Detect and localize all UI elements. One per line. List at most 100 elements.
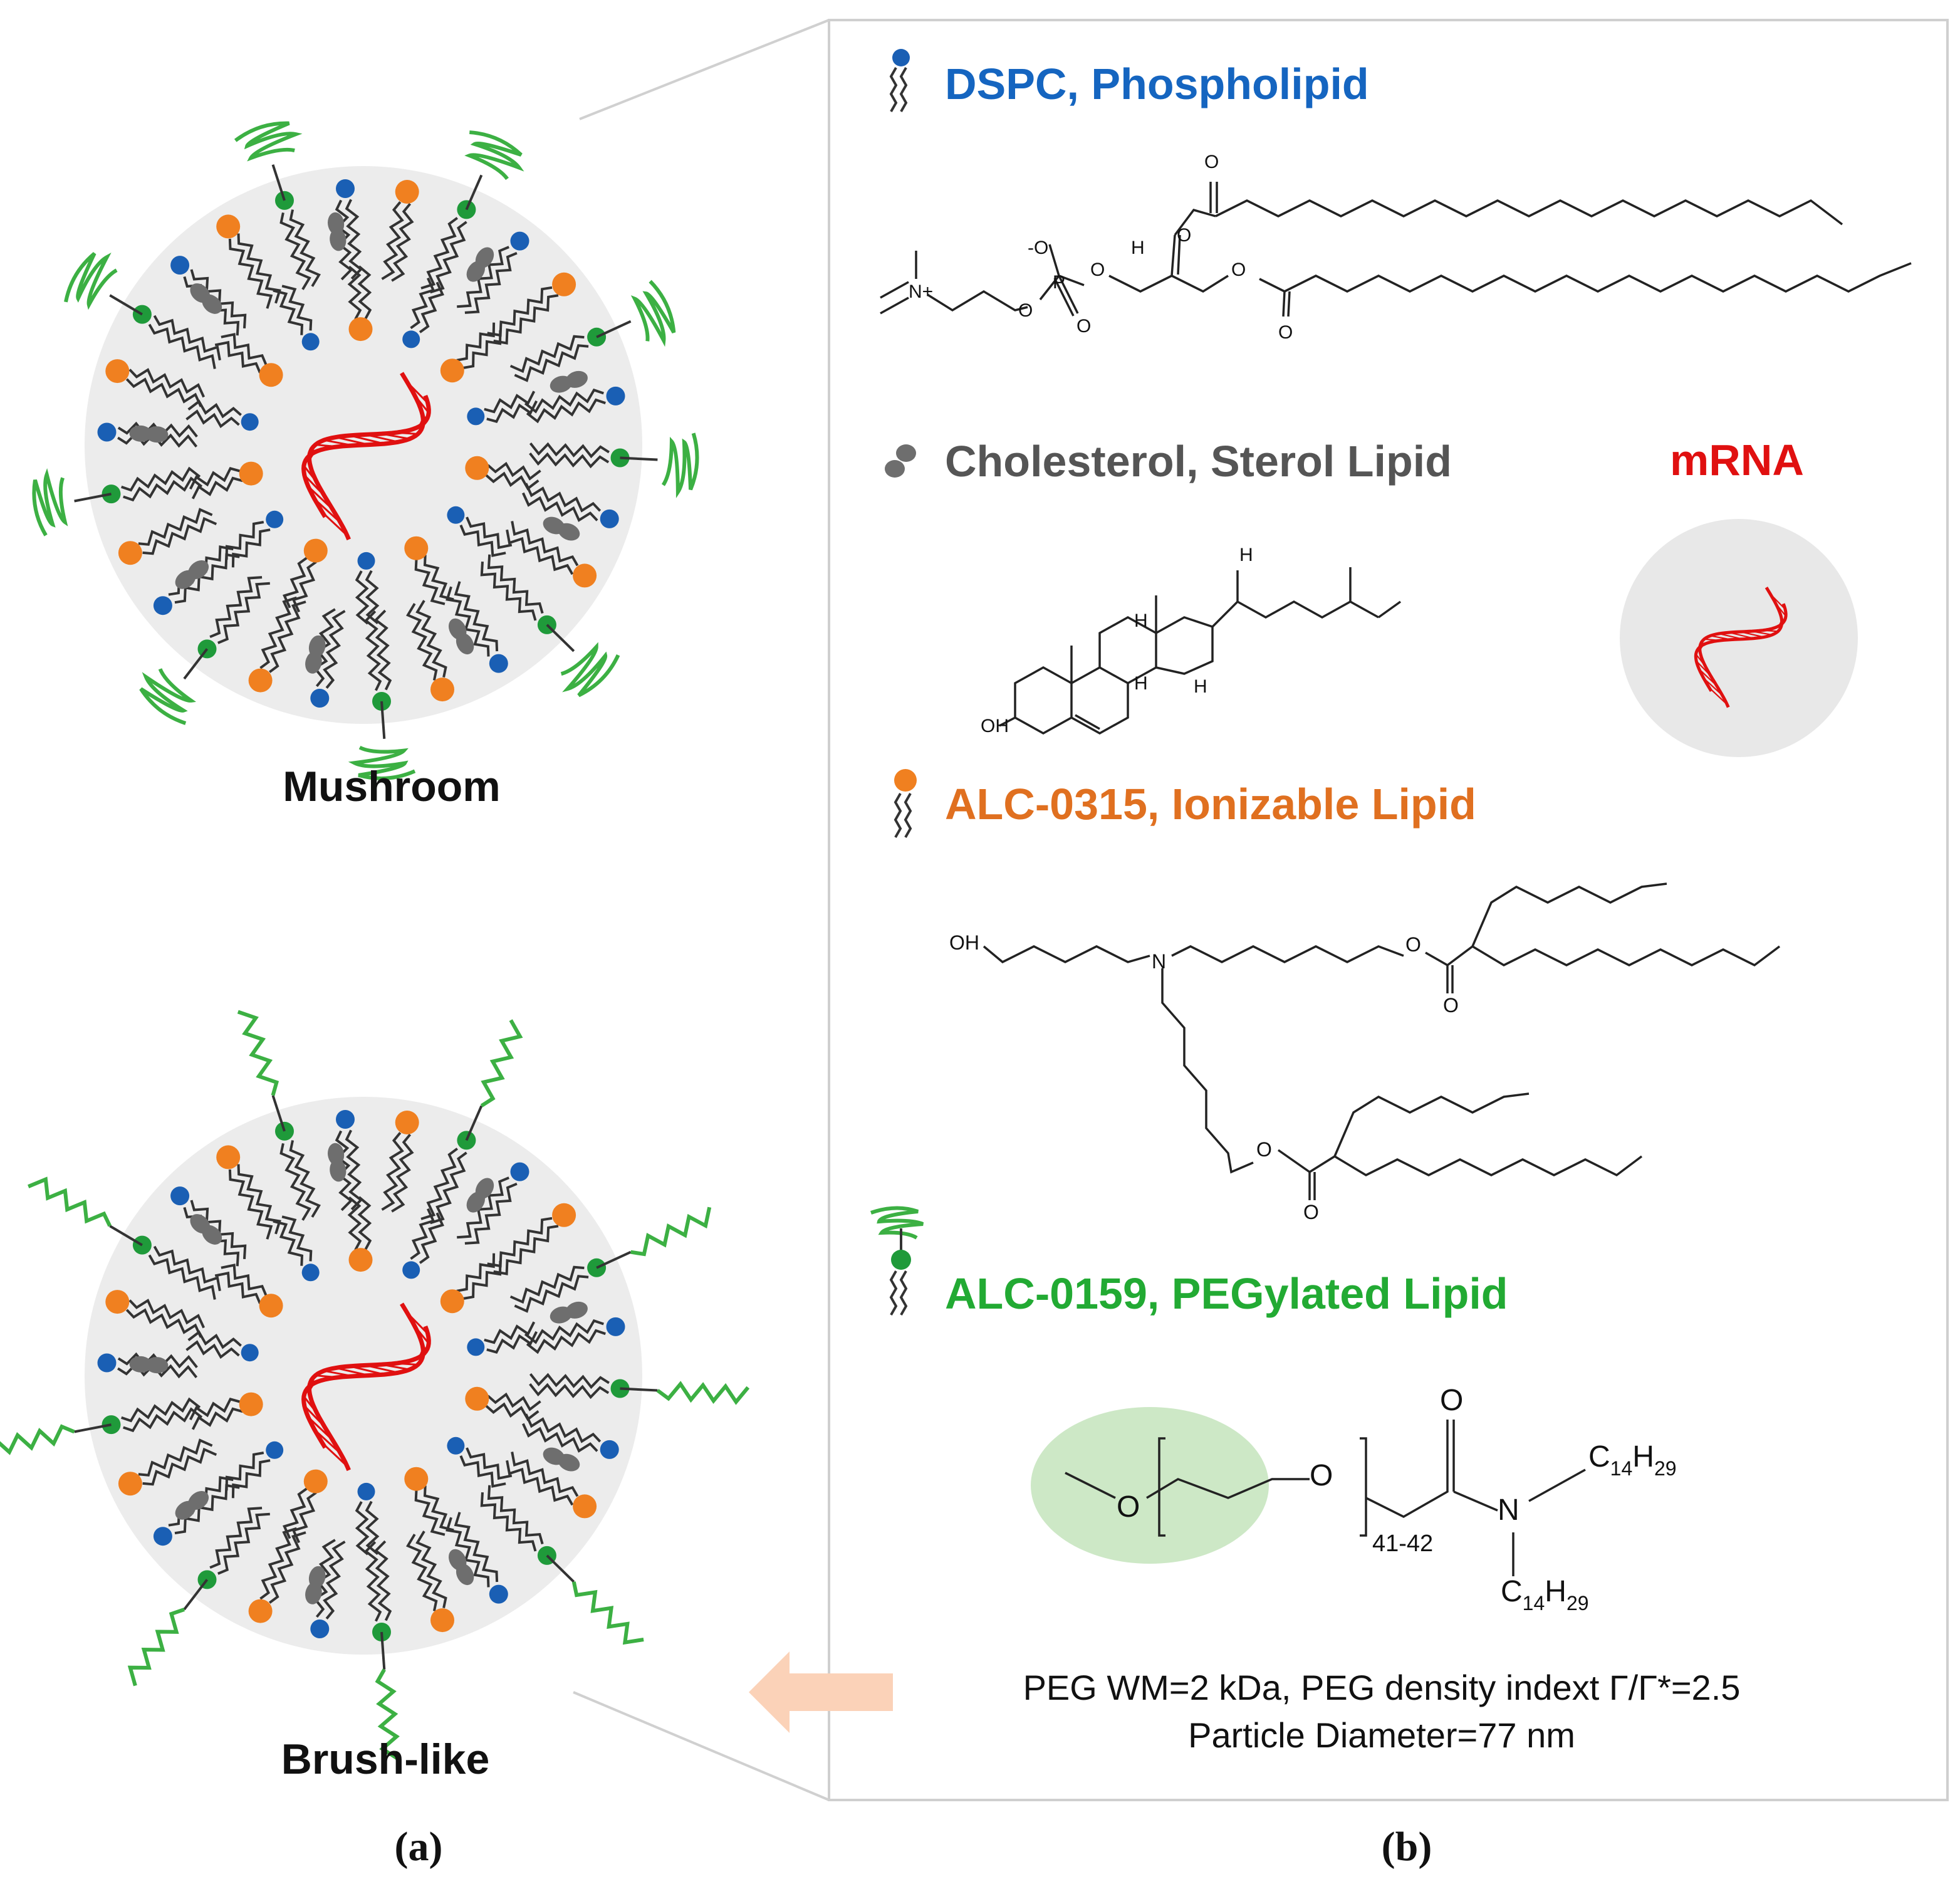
svg-text:O: O <box>1117 1490 1140 1524</box>
lipid-tail <box>485 471 540 491</box>
lipid-tail <box>289 1140 321 1218</box>
lipid-tail <box>121 466 201 492</box>
lipid-tail <box>174 1483 240 1535</box>
lipid-tail <box>191 1407 243 1430</box>
ionizable-head <box>573 563 597 588</box>
peg-linker <box>74 493 112 503</box>
lipid-tail <box>237 1164 281 1235</box>
lipid-tail <box>410 277 435 330</box>
svg-text:O: O <box>1204 152 1219 172</box>
lipid-tail <box>391 202 414 282</box>
lipid-tail <box>187 1330 242 1349</box>
alc0315-legend-icon <box>894 769 917 838</box>
phospholipid-head <box>510 231 529 251</box>
peg-linker <box>271 1095 286 1132</box>
peg-linker <box>380 701 386 739</box>
lipid-tail <box>138 1438 213 1477</box>
lipid-tail <box>365 1500 380 1556</box>
phospholipid-head <box>402 1261 420 1279</box>
ionizable-head <box>440 1289 464 1314</box>
lipid-tail <box>487 1485 544 1545</box>
peg-chain-extended <box>28 1176 112 1227</box>
peg-chain-coiled <box>560 642 620 698</box>
phospholipid-head <box>489 1584 508 1604</box>
lipid-tail <box>506 529 574 575</box>
svg-text:C14H29: C14H29 <box>1501 1575 1589 1614</box>
lipid-tail <box>414 1490 446 1536</box>
lipid-tail <box>526 398 606 424</box>
peg-chain-coiled <box>630 280 676 347</box>
lipid-tail <box>289 209 321 287</box>
svg-text:P: P <box>1053 272 1065 293</box>
ionizable-head <box>404 536 429 560</box>
peg-atoms: O O O N 41-42 C14H29 C14H29 <box>1117 1384 1677 1614</box>
svg-text:OH: OH <box>981 716 1009 736</box>
lipid-tail <box>487 286 553 337</box>
lipid-tail <box>480 561 537 621</box>
lipid-tail <box>454 1512 499 1583</box>
lipid-tail <box>365 570 380 625</box>
lipid-tail <box>419 1212 444 1264</box>
lipid-tail <box>279 1143 311 1221</box>
ionizable-head <box>303 538 328 563</box>
lipid-tail <box>355 1501 370 1556</box>
lipid-tail <box>273 1220 304 1266</box>
lipid-tail <box>225 1452 264 1491</box>
lipid-tail <box>281 1215 313 1262</box>
lipid-tail <box>524 1319 604 1344</box>
peg-linker <box>465 174 483 211</box>
phospholipid-head <box>467 1338 485 1356</box>
ionizable-head <box>105 359 130 384</box>
peg-chain-extended <box>656 1381 750 1405</box>
lnp-brush-like <box>0 1010 750 1761</box>
lipid-tail <box>381 201 404 280</box>
peg-linker <box>465 1105 483 1141</box>
svg-text:N+: N+ <box>909 281 933 302</box>
lipid-tail <box>420 1148 458 1220</box>
lipid-tail <box>148 1254 216 1300</box>
ionizable-head <box>348 317 373 342</box>
ionizable-head <box>105 1290 130 1314</box>
peg-linker <box>183 648 209 680</box>
lipid-tail <box>484 1321 536 1344</box>
ionizable-head <box>216 1145 241 1170</box>
lipid-tail <box>189 1398 241 1421</box>
phospholipid-head <box>336 179 355 198</box>
lipid-tail <box>373 1540 392 1621</box>
lipid-tail <box>486 400 538 423</box>
peg-chain-coiled <box>32 468 68 536</box>
ionizable-head <box>248 1599 273 1623</box>
lipid-tail <box>486 1331 538 1354</box>
lipid-tail <box>457 246 509 308</box>
cholesterol <box>145 426 169 443</box>
lipid-tail <box>529 452 610 469</box>
peg-chain-coiled <box>234 121 303 162</box>
lipid-tail <box>228 1169 273 1240</box>
lipid-tail <box>446 1517 490 1588</box>
cholesterol <box>558 1453 580 1472</box>
ionizable-head <box>465 1386 489 1411</box>
ionizable-head <box>465 456 489 480</box>
lipid-tail <box>511 1452 579 1497</box>
svg-text:H: H <box>1194 676 1207 697</box>
svg-text:O: O <box>1405 933 1421 956</box>
lipid-tail <box>406 603 438 681</box>
phospholipid-head <box>310 1620 330 1638</box>
ionizable-head <box>259 363 283 387</box>
lipid-tail <box>217 582 270 644</box>
lipid-tail <box>456 1253 496 1292</box>
phospholipid-head <box>600 1440 619 1459</box>
peg-chain-extended <box>630 1206 712 1257</box>
lipid-tail <box>357 1196 372 1250</box>
phospholipid-head <box>447 506 465 524</box>
lipid-tail <box>128 368 206 398</box>
lipid-tail <box>269 1531 306 1604</box>
lipid-tail <box>237 233 281 304</box>
lipid-tail <box>493 294 559 345</box>
svg-text:O: O <box>1090 259 1105 280</box>
lipid-tail <box>228 238 273 309</box>
peg-linker <box>620 456 658 461</box>
ionizable-head <box>239 461 263 486</box>
lipid-tail <box>355 570 370 625</box>
lipid-tail <box>462 1260 502 1300</box>
